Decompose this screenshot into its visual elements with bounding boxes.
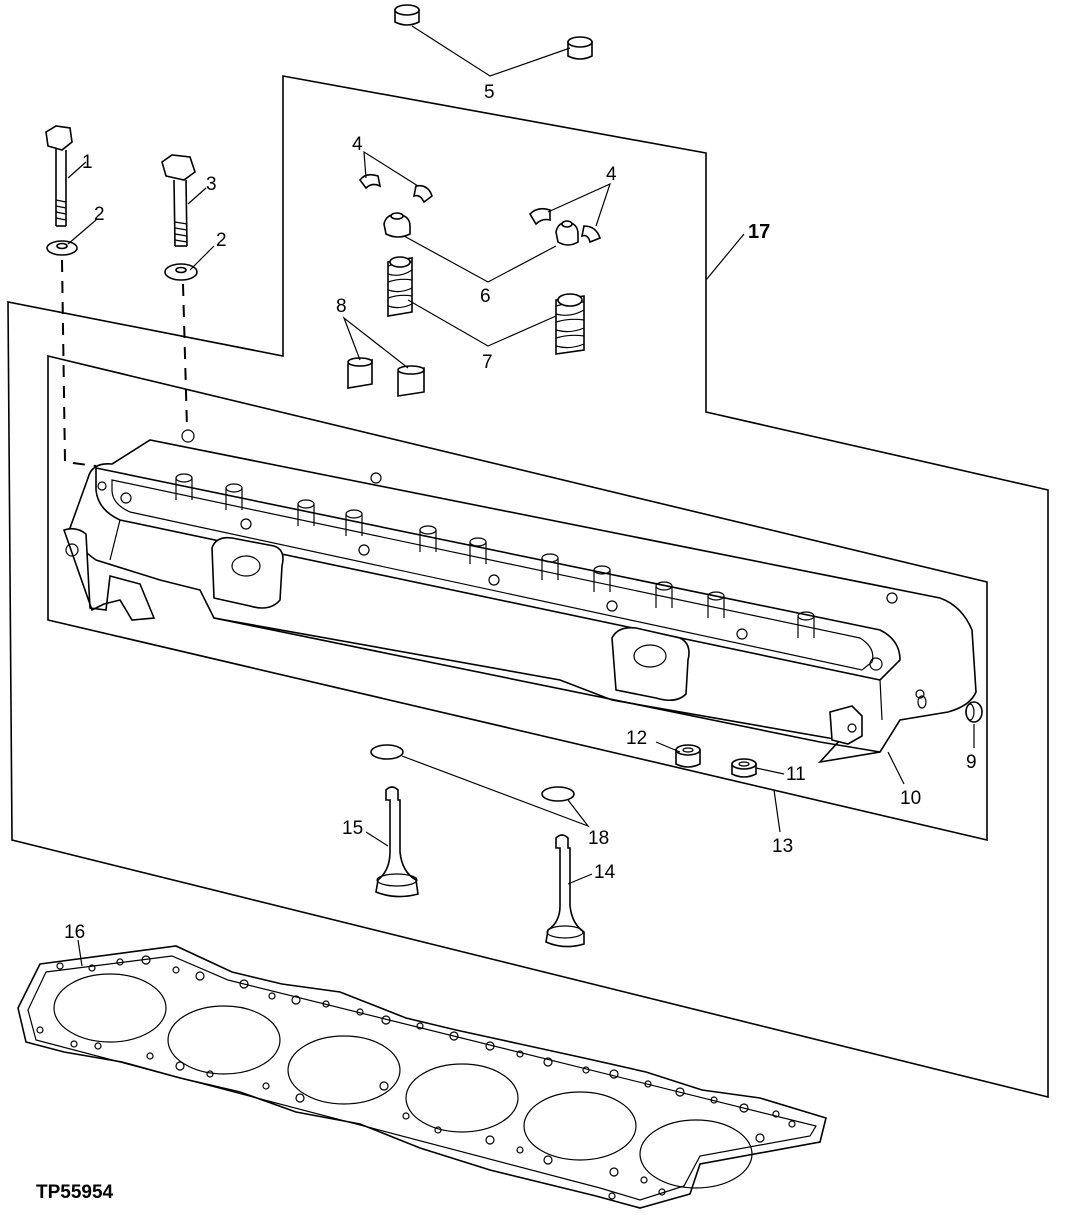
leader-11 [755, 767, 785, 775]
callout-2-left: 2 [94, 204, 105, 225]
valve-spring-7-b [555, 293, 585, 355]
callout-11: 11 [786, 764, 806, 785]
callout-2-right: 2 [216, 230, 227, 251]
head-gasket-16 [17, 945, 827, 1209]
callout-9: 9 [966, 752, 977, 773]
leader-7 [407, 299, 557, 347]
leader-12 [655, 741, 681, 753]
exhaust-valve-14 [545, 834, 585, 948]
bushing-12 [675, 744, 701, 768]
leader-4-right [547, 182, 612, 227]
cap-screw-1 [45, 125, 73, 227]
bushing-11 [731, 758, 757, 778]
spring-retainer-6-b [555, 220, 579, 246]
callout-17: 17 [748, 221, 770, 243]
leader-4-left [363, 150, 419, 187]
leader-3 [187, 187, 207, 205]
leader-13 [773, 789, 781, 833]
spring-retainer-6-a [383, 212, 411, 238]
callout-15: 15 [342, 818, 363, 839]
valve-stem-seal-8-a [347, 357, 373, 389]
callout-18: 18 [588, 828, 609, 849]
leader-2-right [189, 245, 215, 271]
washer-2-left [46, 240, 78, 256]
cap-screw-3 [161, 154, 196, 247]
leader-10 [887, 751, 905, 785]
callout-5: 5 [484, 82, 495, 103]
bolt-alignment-line-left [61, 259, 97, 467]
valve-cap-5-right [567, 36, 593, 60]
figure-id: TP55954 [36, 1182, 114, 1203]
leader-17 [705, 233, 745, 281]
plug-9 [965, 701, 983, 723]
o-ring-18-b [541, 786, 575, 802]
retainer-lock-4-b [528, 207, 601, 244]
bolt-alignment-line-right [182, 283, 188, 429]
valve-stem-seal-8-b [397, 365, 425, 397]
callout-7: 7 [482, 352, 493, 373]
callout-6: 6 [480, 286, 491, 307]
leader-16 [77, 939, 83, 967]
leader-8 [342, 316, 409, 369]
leader-18 [401, 755, 590, 828]
callout-12: 12 [626, 728, 647, 749]
callout-14: 14 [594, 862, 616, 883]
assembly-boundary-13 [47, 354, 988, 842]
callout-4-right: 4 [606, 164, 617, 185]
callout-4-left: 4 [352, 134, 363, 155]
callout-8: 8 [336, 296, 347, 317]
retainer-lock-4-a [358, 173, 433, 204]
valve-spring-7-a [387, 256, 413, 317]
leader-5 [411, 25, 571, 77]
assembly-boundary-17 [7, 75, 1049, 1099]
valve-cap-5-left [394, 4, 420, 26]
leader-1 [67, 161, 87, 179]
callout-16: 16 [64, 922, 85, 943]
callout-1: 1 [82, 152, 93, 173]
intake-valve-15 [375, 786, 419, 898]
leader-6 [403, 235, 557, 283]
callout-3: 3 [206, 174, 217, 195]
leader-14 [567, 873, 593, 885]
cylinder-head-10 [62, 429, 977, 764]
leader-2-left [67, 219, 97, 245]
o-ring-18-a [370, 744, 404, 760]
leader-15 [365, 831, 389, 847]
callout-10: 10 [900, 788, 921, 809]
washer-2-right [164, 263, 198, 281]
callout-13: 13 [772, 836, 793, 857]
